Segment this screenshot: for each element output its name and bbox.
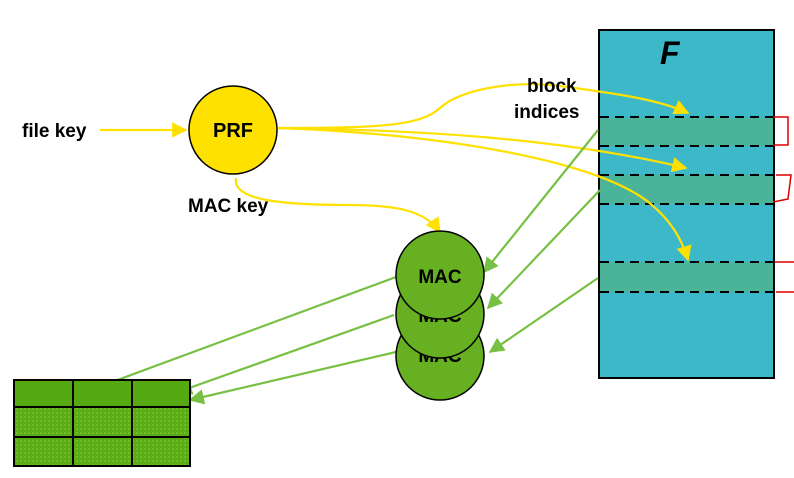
prf-arrows [100,83,692,262]
block-indices-label-line2: indices [514,102,579,123]
prf-label: PRF [213,120,253,142]
file-key-label: file key [22,121,87,142]
mac-key-arrow [234,177,441,234]
mac-to-table-arrows [111,275,397,405]
mac-circle-front [395,230,485,320]
file-block-3 [600,262,773,292]
mac-front-label: MAC [418,267,462,288]
block-to-mac-arrows [483,129,601,353]
prf-circle [188,85,278,175]
mac-table [13,379,191,467]
block-brackets [772,116,794,293]
index-arrow-3 [277,126,692,262]
mac-key-label: MAC key [188,196,269,217]
file-label: F [660,35,681,71]
mac-table-header [13,379,191,408]
file-block-2 [600,175,773,204]
index-arrow-1 [277,83,690,130]
index-arrow-2 [277,126,688,173]
block-indices-label-line1: block [527,76,577,97]
file-block-1 [600,118,773,146]
